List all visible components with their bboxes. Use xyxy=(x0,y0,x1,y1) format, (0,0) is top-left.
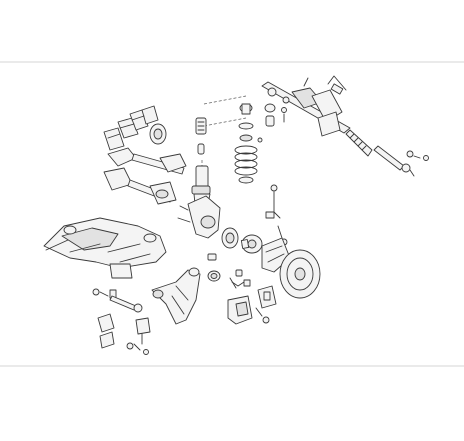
steering-knuckle xyxy=(177,195,221,239)
spring-dust-cover xyxy=(195,117,207,155)
cv-boots xyxy=(103,105,167,151)
abs-sensor xyxy=(265,184,281,219)
drive-shaft-upper xyxy=(107,147,187,175)
wheel-bearing xyxy=(221,227,239,249)
brake-caliper xyxy=(227,295,253,325)
brake-disc xyxy=(279,249,321,299)
tie-rod-end xyxy=(373,145,415,177)
mount-hardware xyxy=(126,342,149,355)
strut-upper-parts xyxy=(264,103,276,127)
strut-top-mount xyxy=(203,95,254,142)
lower-control-arm xyxy=(151,267,201,325)
subframe xyxy=(43,217,167,279)
stabilizer-link xyxy=(109,295,143,313)
tie-rod-bellows xyxy=(345,129,373,157)
misc-fasteners xyxy=(257,107,287,143)
wheel-hub xyxy=(240,234,263,254)
control-arm-bushing xyxy=(207,270,221,282)
caliper-carrier xyxy=(257,285,277,309)
steering-rack xyxy=(261,75,351,137)
tie-rod-small-parts xyxy=(406,150,429,161)
stabilizer-clamp xyxy=(135,317,151,345)
coil-spring xyxy=(234,145,258,184)
stabilizer-link-bolts xyxy=(92,288,117,299)
brake-hardware xyxy=(231,279,270,324)
stabilizer-bushings xyxy=(97,313,115,349)
drive-shaft-lower xyxy=(103,167,177,205)
